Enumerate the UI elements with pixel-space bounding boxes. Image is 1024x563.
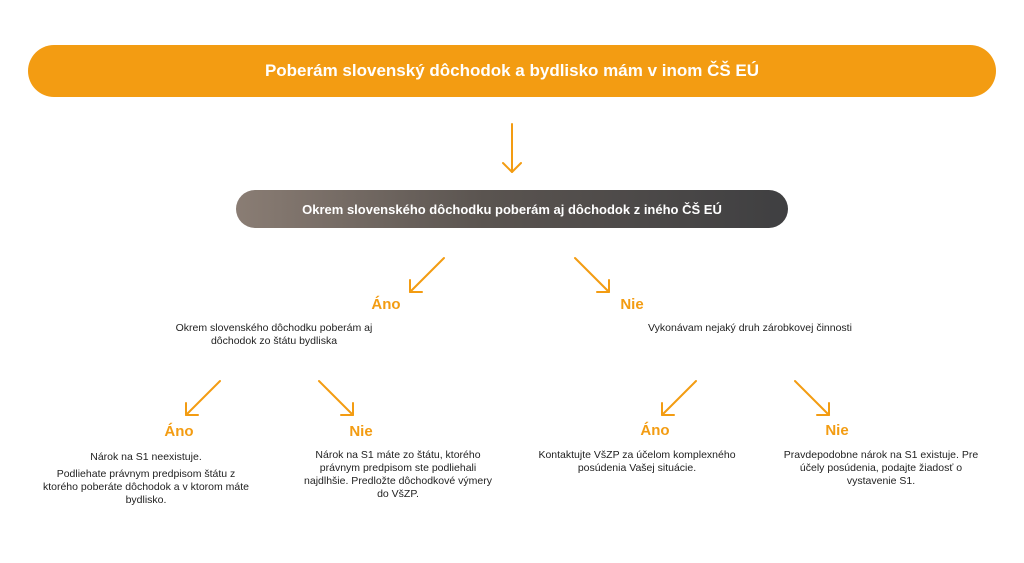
outcome-line: Podliehate právnym predpisom štátu z kto… — [42, 468, 250, 506]
outcome-no-yes: Kontaktujte VšZP za účelom komplexného p… — [538, 449, 736, 474]
arrow-down-left-icon — [661, 380, 697, 416]
question-no-branch: Vykonávam nejaký druh zárobkovej činnost… — [648, 322, 852, 334]
label-yes-no: Nie — [349, 423, 373, 440]
label-no-no: Nie — [825, 422, 849, 439]
label-yes-yes: Áno — [164, 423, 194, 440]
outcome-line: Nárok na S1 neexistuje. — [90, 451, 202, 463]
title-text: Poberám slovenský dôchodok a bydlisko má… — [264, 61, 760, 80]
label-no: Nie — [620, 296, 644, 313]
question-yes-branch: Okrem slovenského dôchodku poberám aj dô… — [175, 322, 373, 347]
arrow-down-right-icon — [794, 380, 830, 416]
label-yes: Áno — [371, 296, 401, 313]
down-arrow-icon — [502, 123, 522, 173]
label-no-yes: Áno — [640, 422, 670, 439]
question-text: Okrem slovenského dôchodku poberám aj dô… — [302, 201, 722, 217]
arrow-down-right-icon — [574, 257, 610, 293]
arrow-down-left-icon — [185, 380, 221, 416]
title-banner: Poberám slovenský dôchodok a bydlisko má… — [28, 45, 996, 97]
arrow-down-left-icon — [409, 257, 445, 293]
outcome-yes-no: Nárok na S1 máte zo štátu, ktorého právn… — [304, 449, 492, 500]
outcome-yes-yes: Nárok na S1 neexistuje. Podliehate právn… — [38, 451, 254, 507]
question-banner: Okrem slovenského dôchodku poberám aj dô… — [236, 190, 788, 228]
arrow-down-right-icon — [318, 380, 354, 416]
outcome-no-no: Pravdepodobne nárok na S1 existuje. Pre … — [783, 449, 979, 487]
